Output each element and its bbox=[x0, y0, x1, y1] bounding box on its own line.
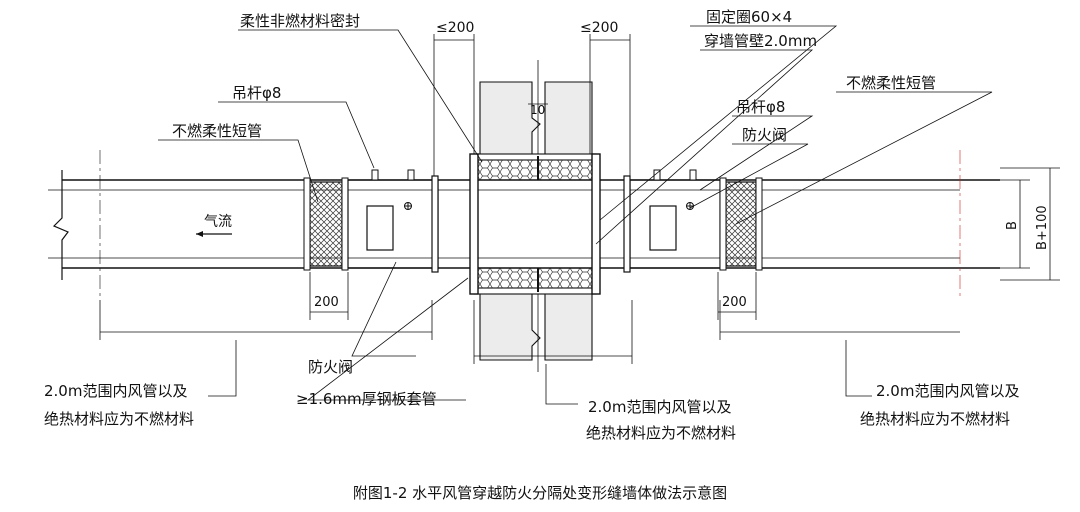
label-dim-200-right: 200 bbox=[722, 295, 747, 310]
leader-lines bbox=[158, 25, 993, 405]
label-gap-10: 10 bbox=[530, 103, 545, 117]
fire-damper-left bbox=[347, 169, 439, 273]
label-fire-damper-right: 防火阀 bbox=[742, 126, 787, 144]
label-note-right-1: 2.0m范围内风管以及 bbox=[876, 382, 1019, 400]
wall-right bbox=[537, 60, 593, 372]
label-note-right-2: 绝热材料应为不燃材料 bbox=[860, 410, 1010, 428]
label-note-mid-2: 绝热材料应为不燃材料 bbox=[586, 424, 736, 442]
flex-connector-right bbox=[719, 177, 763, 271]
label-flex-pipe-right: 不燃柔性短管 bbox=[846, 74, 936, 92]
label-fire-damper-bottom: 防火阀 bbox=[308, 358, 353, 376]
label-dim-200-left: 200 bbox=[314, 295, 339, 310]
label-note-left-1: 2.0m范围内风管以及 bbox=[44, 382, 187, 400]
label-wall-pipe: 穿墙管壁2.0mm bbox=[704, 32, 817, 50]
label-flex-pipe-left: 不燃柔性短管 bbox=[172, 122, 262, 140]
steel-sleeve bbox=[469, 153, 601, 295]
dimension-lines bbox=[99, 34, 1060, 364]
label-dim-200-top-right: ≤200 bbox=[580, 20, 618, 36]
label-note-mid-1: 2.0m范围内风管以及 bbox=[588, 398, 731, 416]
label-flex-seal: 柔性非燃材料密封 bbox=[240, 12, 360, 30]
label-dim-B100: B+100 bbox=[1035, 205, 1050, 250]
fire-damper-right bbox=[623, 169, 721, 273]
figure-caption: 附图1-2 水平风管穿越防火分隔处变形缝墙体做法示意图 bbox=[352, 484, 728, 502]
label-dim-200-top-left: ≤200 bbox=[436, 20, 474, 36]
label-hanger-left: 吊杆φ8 bbox=[232, 84, 281, 102]
label-steel-sleeve: ≥1.6mm厚钢板套管 bbox=[296, 390, 437, 408]
label-dim-B: B bbox=[1005, 221, 1020, 230]
flex-connector-left bbox=[303, 177, 349, 271]
label-airflow: 气流 bbox=[204, 214, 232, 230]
label-hanger-right: 吊杆φ8 bbox=[736, 98, 785, 116]
label-note-left-2: 绝热材料应为不燃材料 bbox=[44, 410, 194, 428]
labels: 柔性非燃材料密封 ≤200 ≤200 固定圈60×4 穿墙管壁2.0mm 不燃柔… bbox=[44, 8, 1050, 442]
wall-left bbox=[479, 81, 541, 361]
label-fixing-ring: 固定圈60×4 bbox=[706, 8, 792, 26]
